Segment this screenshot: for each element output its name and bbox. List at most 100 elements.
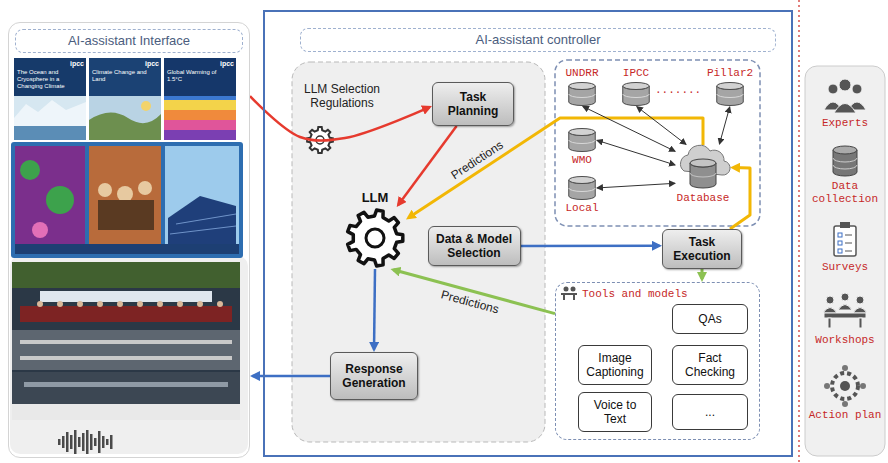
controller-panel: AI-assistant controllerTask PlanningLLMD…	[263, 10, 793, 457]
experts-icon	[834, 104, 856, 114]
stakeholder-panel	[805, 66, 885, 456]
workshops-icon	[823, 308, 837, 314]
tool-box: ...	[672, 394, 748, 430]
cylinder-band	[569, 94, 596, 98]
action-plan-icon	[840, 381, 850, 391]
cylinder-top	[569, 177, 596, 184]
node-label: LLM	[362, 190, 389, 205]
meeting-photo	[37, 301, 43, 307]
node-label: Task Execution	[667, 235, 737, 263]
meeting-photo	[20, 340, 232, 344]
node-label: Response Generation	[335, 362, 413, 390]
surveys-icon	[840, 222, 850, 228]
meeting-photo	[20, 356, 232, 360]
label-slot: ipcc	[70, 60, 84, 68]
report-cover	[14, 100, 86, 140]
meeting-photo	[77, 301, 83, 307]
tools-icon	[561, 293, 577, 295]
data-collection-icon	[833, 165, 857, 169]
report-images	[89, 146, 161, 244]
report-images	[32, 222, 48, 238]
database-cylinder: Pillar2	[716, 82, 744, 106]
flow-arrow	[373, 269, 376, 350]
report-images	[46, 186, 74, 214]
report-images	[138, 181, 152, 195]
surveys-icon	[845, 243, 852, 244]
experts-icon	[824, 79, 866, 113]
gear-outline	[348, 210, 403, 266]
cylinder-outline	[622, 82, 650, 106]
process-box: Response Generation	[330, 352, 418, 400]
report-cover	[89, 58, 161, 96]
audio-waveform	[78, 437, 81, 447]
label-slot: The Ocean and Cryosphere in a Changing C…	[17, 69, 83, 90]
action-plan-icon	[824, 365, 866, 407]
node-label: Voice to Text	[583, 398, 647, 426]
meeting-photo	[24, 382, 228, 387]
cylinder-top	[569, 129, 596, 136]
report-cover	[164, 110, 236, 120]
edge-label: Predictions	[448, 137, 505, 181]
cover-logo: ipcc	[220, 60, 234, 68]
experts-icon	[852, 84, 862, 94]
ellipsis-label: .......	[655, 84, 701, 97]
workshops-icon	[853, 308, 867, 314]
report-images	[20, 160, 40, 180]
report-cover	[89, 58, 161, 140]
cylinder-outline	[716, 82, 744, 106]
action-plan-icon	[842, 401, 848, 407]
audio-waveform	[58, 439, 61, 445]
action-plan-icon	[842, 365, 848, 371]
meeting-photo	[117, 301, 123, 307]
database-cylinder: WMO	[568, 128, 596, 152]
cylinder-top	[717, 83, 744, 90]
report-cover	[141, 101, 151, 111]
cylinder-outline	[568, 176, 596, 200]
label-slot: Workshops	[805, 334, 885, 347]
link-line	[597, 140, 675, 165]
workshops-icon	[841, 293, 849, 301]
report-cover	[164, 120, 236, 130]
meeting-photo	[157, 301, 163, 307]
audio-waveform	[74, 430, 77, 454]
report-cover	[14, 126, 86, 140]
surveys-icon	[834, 222, 856, 256]
audio-waveform	[70, 435, 73, 449]
cylinder-top	[690, 159, 716, 167]
tools-icon	[564, 287, 569, 292]
node-label: Pillar2	[707, 67, 753, 80]
gear-outline	[344, 207, 406, 269]
audio-waveform	[82, 433, 85, 451]
label-slot: Climate Change and Land	[92, 69, 158, 83]
audio-waveform	[86, 430, 89, 454]
process-box: Data & Model Selection	[428, 226, 521, 266]
audio-waveform	[58, 430, 113, 454]
meeting-photo	[12, 330, 240, 370]
experts-icon	[839, 79, 851, 91]
flow-arrow	[700, 269, 703, 279]
workshops-icon	[824, 313, 866, 318]
label-slot: .......	[655, 84, 701, 97]
meeting-photo	[12, 262, 240, 420]
tools-icon	[573, 295, 575, 300]
database-outline	[676, 145, 730, 190]
separator-line	[799, 0, 800, 463]
action-plan-icon	[860, 383, 866, 389]
cylinder-top	[623, 83, 650, 90]
section-heading: AI-assistant controller	[300, 28, 776, 52]
tool-box: Image Captioning	[578, 345, 652, 385]
database-cylinder: Local	[568, 176, 596, 200]
audio-waveform	[90, 434, 93, 450]
experts-icon	[828, 84, 838, 94]
node-label: Data & Model Selection	[433, 232, 516, 260]
workshops-icon	[856, 296, 864, 304]
workshops-icon	[828, 318, 831, 328]
audio-waveform	[98, 431, 101, 453]
node-label: Image Captioning	[583, 351, 647, 379]
meeting-photo	[217, 301, 223, 307]
label-slot: ipcc	[145, 60, 159, 68]
section-heading: Tools and models	[582, 287, 688, 301]
label-slot: Surveys	[805, 261, 885, 274]
